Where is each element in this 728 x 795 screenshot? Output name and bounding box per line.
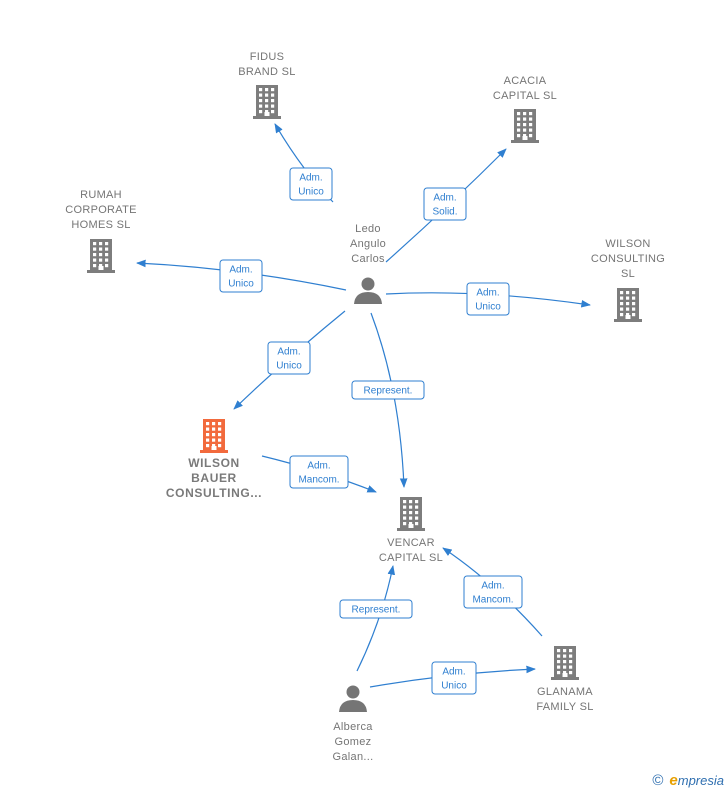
node-label: CONSULTING... xyxy=(166,486,262,500)
building-icon xyxy=(511,109,539,143)
edge-label-box[interactable] xyxy=(466,282,510,316)
edge-glanama-vencar[interactable]: Adm. Mancom. xyxy=(442,547,543,637)
edge-label-text: Unico xyxy=(228,279,254,290)
building-icon xyxy=(551,646,579,680)
node-alberca[interactable]: AlbercaGomezGalan... xyxy=(333,685,374,764)
edge-label-text: Adm. xyxy=(476,288,499,299)
node-label: WILSON xyxy=(605,238,650,250)
node-label: Ledo xyxy=(355,223,381,235)
edge-label-text: Unico xyxy=(298,187,324,198)
node-label: FAMILY SL xyxy=(536,701,593,713)
building-icon xyxy=(253,85,281,119)
building-icon xyxy=(397,497,425,531)
edge-alberca-vencar[interactable]: Represent. xyxy=(339,565,413,672)
edge-alberca-glanama[interactable]: Adm. Unico xyxy=(369,661,536,695)
node-label: Angulo xyxy=(350,238,386,250)
node-label: BAUER xyxy=(191,471,237,485)
node-label: HOMES SL xyxy=(71,219,130,231)
person-icon xyxy=(339,685,367,712)
edge-label-box[interactable] xyxy=(423,187,467,221)
edge-label-text: Adm. xyxy=(307,461,330,472)
node-glanama[interactable]: GLANAMA FAMILY SL xyxy=(536,646,593,713)
person-icon xyxy=(354,277,382,304)
node-label: WILSON xyxy=(188,456,240,470)
empresia-brand[interactable]: © empresia xyxy=(652,772,724,789)
edge-label-text: Unico xyxy=(475,302,501,313)
edge-label-text: Unico xyxy=(276,361,302,372)
copyright-icon: © xyxy=(652,772,664,789)
node-label: Gomez xyxy=(335,736,372,748)
edge-label-box[interactable] xyxy=(219,259,263,293)
node-label: GLANAMA xyxy=(537,686,593,698)
node-label: FIDUS xyxy=(250,51,285,63)
edge-label-text: Solid. xyxy=(432,207,457,218)
edge-label-text: Adm. xyxy=(433,193,456,204)
edge-label-box[interactable] xyxy=(463,575,523,609)
edge-label-box[interactable] xyxy=(289,455,349,489)
edge-ledo-rumah[interactable]: Adm. Unico xyxy=(136,259,347,293)
edge-label-text: Mancom. xyxy=(298,475,339,486)
edge-ledo-fidus[interactable]: Adm. Unico xyxy=(274,123,334,203)
building-icon xyxy=(200,419,228,453)
edge-label-text: Mancom. xyxy=(472,595,513,606)
edge-label-box[interactable] xyxy=(339,599,413,619)
node-acacia[interactable]: ACACIA CAPITAL SL xyxy=(493,75,557,143)
node-label: CAPITAL SL xyxy=(493,90,557,102)
node-label: VENCAR xyxy=(387,537,435,549)
edge-label-box[interactable] xyxy=(289,167,333,201)
edge-label-text: Adm. xyxy=(481,581,504,592)
node-fidus[interactable]: FIDUS BRAND SL xyxy=(238,51,295,119)
edge-label-text: Represent. xyxy=(364,386,413,397)
node-label: SL xyxy=(621,268,635,280)
edges-layer: Adm.UnicoAdm.Solid.Adm.UnicoAdm.UnicoAdm… xyxy=(136,123,591,695)
edge-label-box[interactable] xyxy=(267,341,311,375)
edge-label-text: Adm. xyxy=(277,347,300,358)
node-label: Galan... xyxy=(333,751,374,763)
edge-label-text: Adm. xyxy=(229,265,252,276)
brand-initial: e xyxy=(669,772,678,789)
node-label: CORPORATE xyxy=(65,204,137,216)
node-vencar[interactable]: VENCAR CAPITAL SL xyxy=(379,497,443,564)
edge-line xyxy=(370,312,408,488)
edge-label-text: Unico xyxy=(441,681,467,692)
node-label: Carlos xyxy=(351,253,385,265)
node-label: RUMAH xyxy=(80,189,122,201)
edge-label-text: Represent. xyxy=(352,605,401,616)
edge-wbauer-vencar[interactable]: Adm. Mancom. xyxy=(261,455,377,493)
node-wilson[interactable]: WILSON CONSULTING SL xyxy=(591,238,665,322)
edge-ledo-wilson[interactable]: Adm. Unico xyxy=(385,282,591,316)
edge-line xyxy=(356,565,396,672)
edge-label-text: Adm. xyxy=(299,173,322,184)
node-wbauer[interactable]: WILSONBAUERCONSULTING... xyxy=(166,419,262,500)
node-label: CONSULTING xyxy=(591,253,665,265)
node-label: ACACIA xyxy=(504,75,547,87)
building-icon xyxy=(87,239,115,273)
node-label: BRAND SL xyxy=(238,66,295,78)
edge-ledo-acacia[interactable]: Adm. Solid. xyxy=(385,148,507,263)
node-rumah[interactable]: RUMAH CORPORATE HOMES SL xyxy=(65,189,137,273)
brand-name: mpresia xyxy=(677,773,724,788)
edge-label-text: Adm. xyxy=(442,667,465,678)
edge-ledo-vencar[interactable]: Represent. xyxy=(351,312,425,488)
edge-label-box[interactable] xyxy=(351,380,425,400)
building-icon xyxy=(614,288,642,322)
nodes-layer: FIDUS BRAND SL ACACIA CAPITAL SL RUMAH CORPOR… xyxy=(65,51,665,763)
edge-label-box[interactable] xyxy=(431,661,477,695)
node-label: Alberca xyxy=(333,721,373,733)
node-label: CAPITAL SL xyxy=(379,552,443,564)
edge-ledo-wbauer[interactable]: Adm. Unico xyxy=(233,310,346,410)
